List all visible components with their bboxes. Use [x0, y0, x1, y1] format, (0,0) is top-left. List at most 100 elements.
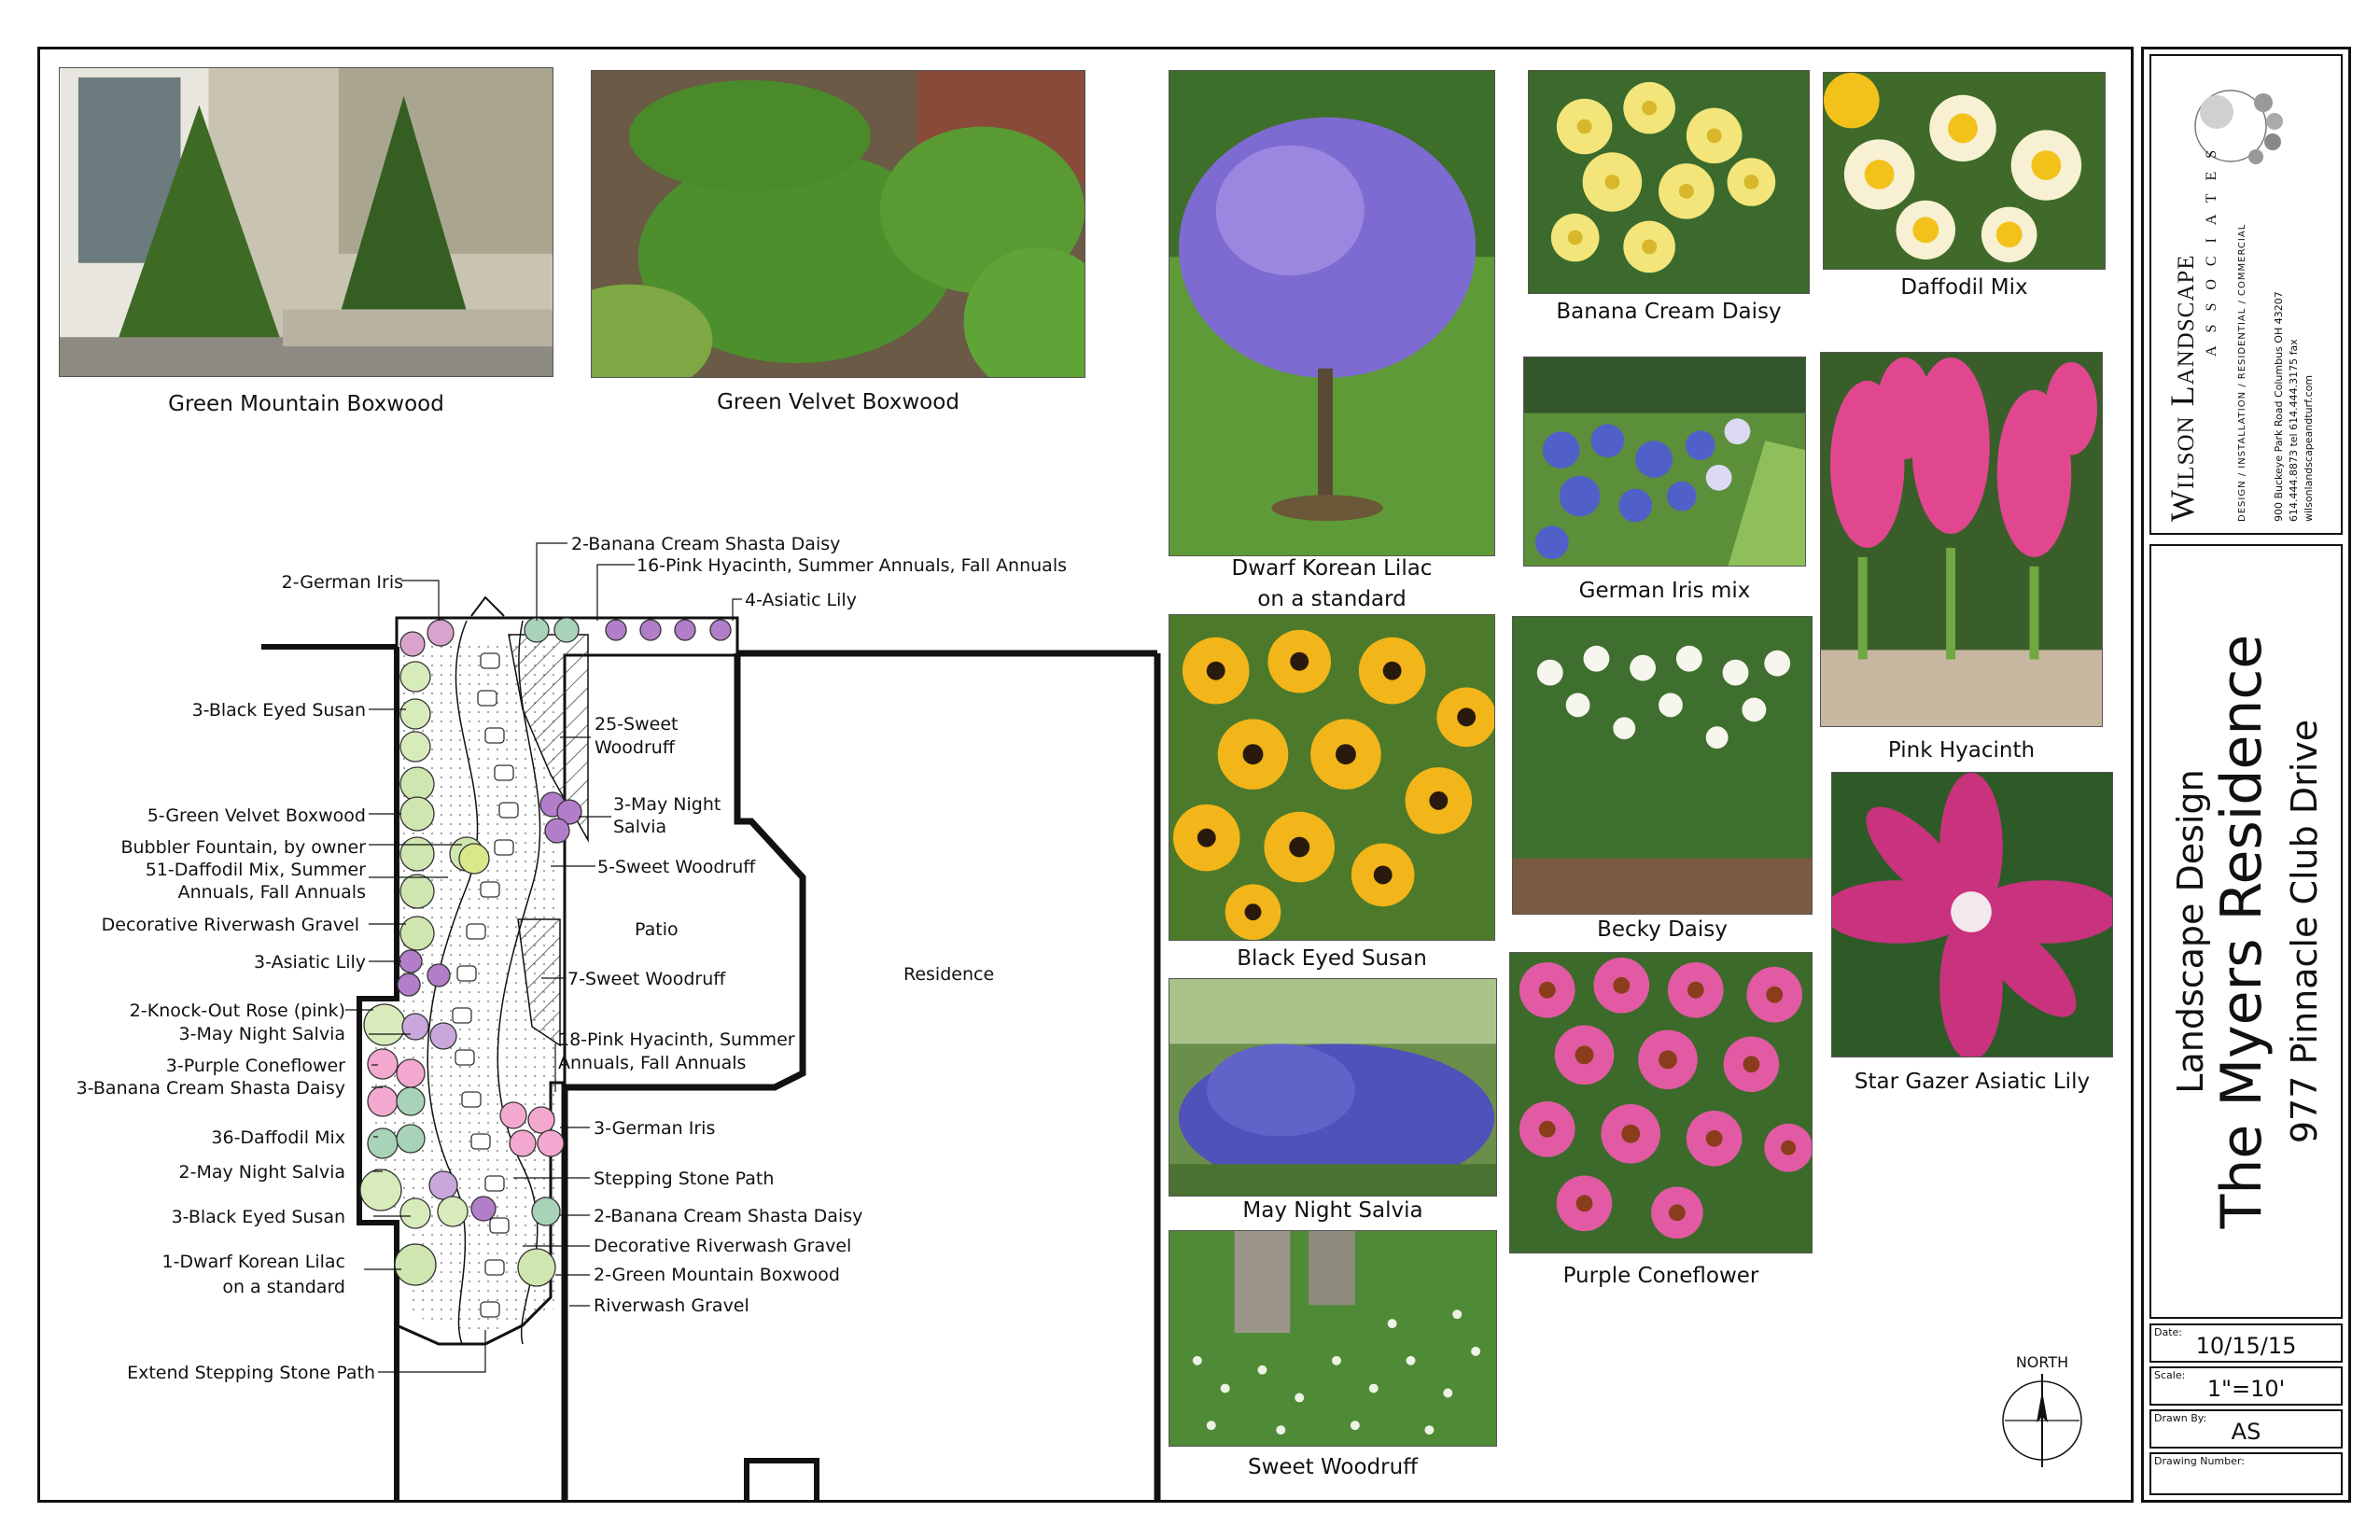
project-name: The Myers Residence	[2209, 634, 2275, 1229]
caption-black-eyed-susan: Black Eyed Susan	[1237, 946, 1427, 971]
plan-label: on a standard	[222, 1277, 345, 1297]
plan-label: Annuals, Fall Annuals	[558, 1053, 746, 1073]
residence-wall	[561, 653, 806, 1503]
north-arrow: NORTH	[1995, 1353, 2089, 1467]
plan-label: 3-Asiatic Lily	[254, 952, 366, 973]
company-sub: ASSOCIATES	[2204, 136, 2219, 357]
company-block: Wilson Landscape ASSOCIATES DESIGN / INS…	[2149, 54, 2343, 535]
title-block-frame	[2141, 47, 2351, 1503]
caption-purple-coneflower: Purple Coneflower	[1562, 1264, 1759, 1288]
stepping-stones	[452, 652, 519, 1318]
caption-star-gazer-lily: Star Gazer Asiatic Lily	[1854, 1070, 2091, 1094]
scale-field: Scale: 1"=10'	[2149, 1366, 2343, 1406]
photo-may-night-salvia	[1169, 978, 1497, 1197]
plan-label: Stepping Stone Path	[594, 1169, 774, 1189]
company-logo-icon	[2194, 90, 2283, 164]
drawn-by-field: Drawn By: AS	[2149, 1409, 2343, 1449]
plan-label: 2-Green Mountain Boxwood	[594, 1265, 840, 1285]
compass-icon	[2002, 1374, 2082, 1467]
photo-green-velvet-boxwood	[591, 70, 1085, 378]
company-address: 900 Buckeye Park Road Columbus OH 43207	[2273, 291, 2285, 522]
company-phone: 614.444.8873 tel 614.444.3175 fax	[2288, 339, 2300, 522]
plan-label: Bubbler Fountain, by owner	[120, 837, 366, 858]
residence-label: Residence	[903, 964, 994, 985]
photo-pink-hyacinth	[1820, 352, 2103, 727]
plan-label: Woodruff	[595, 737, 676, 758]
photo-banana-cream-daisy	[1528, 70, 1810, 294]
photo-green-mountain-boxwood	[59, 67, 553, 377]
photo-star-gazer-lily	[1831, 772, 2113, 1057]
plan-label: 2-May Night Salvia	[179, 1162, 346, 1183]
plan-label: Annuals, Fall Annuals	[178, 882, 366, 903]
plan-label: Decorative Riverwash Gravel	[594, 1236, 851, 1256]
photo-daffodil-mix	[1823, 72, 2106, 270]
plan-label: Salvia	[613, 817, 666, 837]
photo-black-eyed-susan	[1169, 614, 1495, 941]
plan-label: 3-German Iris	[594, 1118, 715, 1139]
plan-label: 3-Black Eyed Susan	[192, 700, 366, 721]
plan-labels-right: 2-Banana Cream Shasta Daisy 16-Pink Hyac…	[558, 534, 1067, 1316]
plan-label: 25-Sweet	[595, 714, 678, 735]
project-address: 977 Pinnacle Club Drive	[2284, 719, 2325, 1144]
caption-pink-hyacinth: Pink Hyacinth	[1887, 738, 2036, 763]
plan-label: 3-Banana Cream Shasta Daisy	[77, 1078, 345, 1099]
woodruff-area-lower	[517, 918, 561, 1047]
date-label: Date:	[2154, 1326, 2182, 1338]
plan-label: 5-Green Velvet Boxwood	[147, 805, 366, 826]
site-plan: 2-German Iris 3-Black Eyed Susan 5-Green…	[77, 534, 1161, 1503]
scale-label: Scale:	[2154, 1369, 2186, 1381]
plant-symbols	[359, 617, 732, 1287]
plan-label: 2-Knock-Out Rose (pink)	[130, 1001, 345, 1021]
company-services: DESIGN / INSTALLATION / RESIDENTIAL / CO…	[2237, 223, 2247, 522]
leader-lines	[345, 542, 742, 1373]
project-type: Landscape Design	[2170, 769, 2211, 1094]
caption-german-iris-mix: German Iris mix	[1578, 579, 1751, 603]
photo-purple-coneflower	[1509, 952, 1813, 1253]
plan-label: 3-May Night Salvia	[179, 1024, 346, 1044]
drawn-by-label: Drawn By:	[2154, 1412, 2207, 1424]
company-web: wilsonlandscapeandturf.com	[2303, 374, 2315, 522]
plan-label: 2-Banana Cream Shasta Daisy	[571, 534, 840, 554]
plan-label: 4-Asiatic Lily	[745, 590, 857, 610]
patio-label: Patio	[635, 919, 679, 940]
stepping-stone-path-edge-left	[427, 620, 479, 1345]
plan-label: Decorative Riverwash Gravel	[102, 915, 359, 935]
caption-sweet-woodruff: Sweet Woodruff	[1247, 1455, 1419, 1479]
photo-becky-daisy	[1512, 616, 1813, 915]
plan-label: 36-Daffodil Mix	[211, 1127, 345, 1148]
plan-label: 16-Pink Hyacinth, Summer Annuals, Fall A…	[637, 555, 1067, 576]
project-text: Landscape Design The Myers Residence 977…	[2151, 546, 2345, 1317]
plan-label: 1-Dwarf Korean Lilac	[162, 1252, 345, 1272]
plan-label: Extend Stepping Stone Path	[127, 1363, 375, 1383]
plan-label: 51-Daffodil Mix, Summer	[146, 860, 366, 880]
plan-label: 3-Purple Coneflower	[166, 1056, 345, 1076]
drawing-frame	[37, 47, 2134, 1503]
photo-dwarf-korean-lilac	[1169, 70, 1495, 556]
date-value: 10/15/15	[2195, 1333, 2297, 1359]
caption-banana-cream-daisy: Banana Cream Daisy	[1556, 300, 1782, 324]
caption-may-night-salvia: May Night Salvia	[1242, 1198, 1423, 1223]
drawing-number-label: Drawing Number:	[2154, 1455, 2245, 1467]
plan-label: 3-May Night	[613, 794, 721, 815]
plan-label: 3-Black Eyed Susan	[172, 1207, 345, 1227]
caption-green-mountain-boxwood: Green Mountain Boxwood	[168, 392, 444, 416]
caption-green-velvet-boxwood: Green Velvet Boxwood	[717, 390, 959, 414]
plan-label: 7-Sweet Woodruff	[567, 969, 726, 989]
photo-german-iris-mix	[1523, 357, 1806, 567]
project-block: Landscape Design The Myers Residence 977…	[2149, 544, 2343, 1319]
plan-label: 5-Sweet Woodruff	[597, 857, 756, 877]
date-field: Date: 10/15/15	[2149, 1323, 2343, 1363]
photo-sweet-woodruff	[1169, 1230, 1497, 1447]
company-text: Wilson Landscape ASSOCIATES DESIGN / INS…	[2151, 56, 2345, 529]
caption-daffodil-mix: Daffodil Mix	[1900, 275, 2028, 300]
drawn-by-value: AS	[2231, 1419, 2261, 1445]
plan-label: Riverwash Gravel	[594, 1295, 749, 1316]
north-label: NORTH	[2015, 1353, 2069, 1371]
plan-labels-left: 2-German Iris 3-Black Eyed Susan 5-Green…	[77, 572, 403, 1383]
plan-label: 2-German Iris	[282, 572, 403, 593]
caption-dwarf-korean-lilac: Dwarf Korean Lilac on a standard	[1231, 556, 1433, 611]
company-name: Wilson Landscape	[2163, 254, 2201, 522]
scale-value: 1"=10'	[2206, 1376, 2286, 1402]
drawing-number-field: Drawing Number:	[2149, 1452, 2343, 1495]
plan-label: 18-Pink Hyacinth, Summer	[558, 1029, 795, 1050]
